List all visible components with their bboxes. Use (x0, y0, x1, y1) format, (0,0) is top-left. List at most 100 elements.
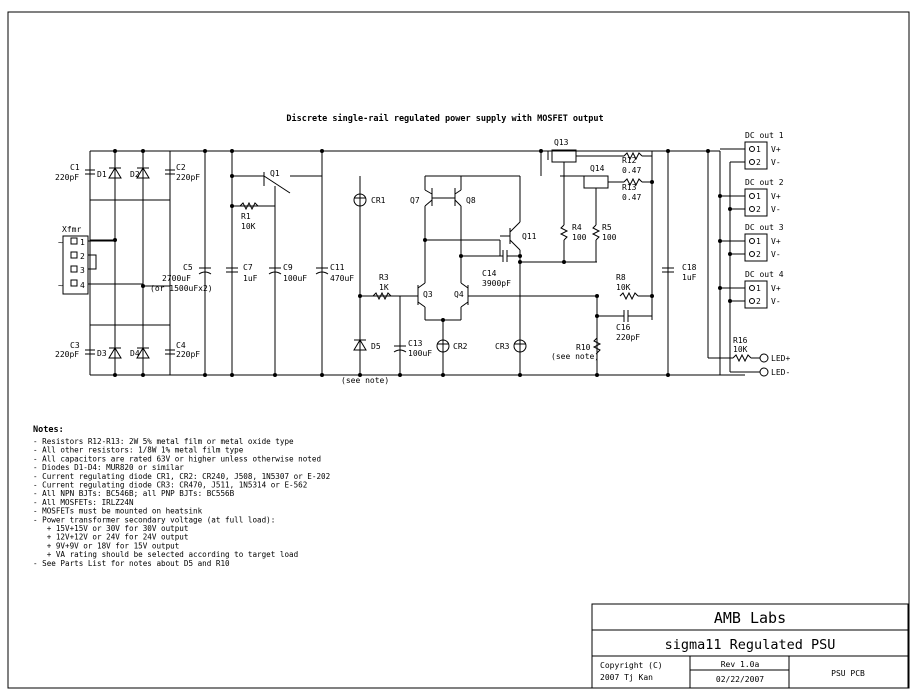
dc-out-3-vminus: V- (771, 250, 781, 259)
c13-ref: C13 (408, 339, 423, 348)
note-line: - All NPN BJTs: BC546B; all PNP BJTs: BC… (33, 489, 235, 498)
mosfet-output-stage (539, 149, 654, 320)
sheet-name: PSU PCB (831, 669, 865, 678)
d3-ref: D3 (97, 349, 107, 358)
dc-out-2-vminus: V- (771, 205, 781, 214)
c16-value: 220pF (616, 333, 640, 342)
dc-out-4-vminus: V- (771, 297, 781, 306)
d5-note: (see note) (341, 376, 389, 385)
c4-ref: C4 (176, 341, 186, 350)
c11-ref: C11 (330, 263, 345, 272)
r4-value: 100 (572, 233, 587, 242)
r16-ref: R16 (733, 336, 748, 345)
c14-value: 3900pF (482, 279, 511, 288)
q1-ref: Q1 (270, 169, 280, 178)
notes-heading: Notes: (33, 425, 64, 435)
dc-out-1-label: DC out 1 (745, 131, 784, 140)
c5-alt: (or 1500uFx2) (150, 284, 213, 293)
r12-ref: R12 (622, 156, 637, 165)
led-output (706, 149, 769, 377)
dc-out-2-vplus: V+ (771, 192, 781, 201)
project-title: sigma11 Regulated PSU (665, 637, 836, 653)
r5-ref: R5 (602, 223, 612, 232)
xfmr-pin-3: 3 (80, 266, 85, 275)
r10-ref: R10 (576, 343, 591, 352)
note-line: - Diodes D1-D4: MUR820 or similar (33, 463, 184, 472)
cr3-ref: CR3 (495, 342, 510, 351)
c13-value: 100uF (408, 349, 432, 358)
c9-value: 100uF (283, 274, 307, 283)
xfmr-label: Xfmr (62, 225, 81, 234)
transformer-connector (62, 235, 143, 295)
q4-ref: Q4 (454, 290, 464, 299)
c5-value: 2700uF (162, 274, 191, 283)
q7-ref: Q7 (410, 196, 420, 205)
out3-pin1-num: 1 (756, 237, 761, 246)
c18-ref: C18 (682, 263, 697, 272)
led-minus-label: LED- (771, 368, 790, 377)
c2-value: 220pF (176, 173, 200, 182)
r13-value: 0.47 (622, 193, 641, 202)
r8-ref: R8 (616, 273, 626, 282)
note-line: + 9V+9V or 18V for 15V output (33, 541, 179, 550)
dc-out-1-vplus: V+ (771, 145, 781, 154)
note-line: - MOSFETs must be mounted on heatsink (33, 507, 203, 516)
dc-out-3-vplus: V+ (771, 237, 781, 246)
d2-ref: D2 (130, 170, 140, 179)
dc-out-4-label: DC out 4 (745, 270, 784, 279)
c3-value: 220pF (55, 350, 79, 359)
note-line: - Power transformer secondary voltage (a… (33, 515, 275, 524)
note-line: - Resistors R12-R13: 2W 5% metal film or… (33, 437, 294, 446)
note-line: - All capacitors are rated 63V or higher… (33, 454, 321, 463)
title-block (591, 603, 909, 689)
c7-value: 1uF (243, 274, 258, 283)
note-line: + VA rating should be selected according… (33, 550, 298, 559)
note-line: - Current regulating diode CR3: CR470, J… (33, 481, 307, 490)
q14-ref: Q14 (590, 164, 605, 173)
q11-ref: Q11 (522, 232, 537, 241)
c2-ref: C2 (176, 163, 186, 172)
q8-ref: Q8 (466, 196, 476, 205)
dc-out-1-vminus: V- (771, 158, 781, 167)
c14-ref: C14 (482, 269, 497, 278)
d1-ref: D1 (97, 170, 107, 179)
reservoir-caps (198, 149, 329, 377)
r13-ref: R13 (622, 183, 637, 192)
c1-ref: C1 (70, 163, 80, 172)
sheet-border (7, 11, 910, 689)
copyright-line-1: Copyright (C) (600, 661, 663, 670)
dc-out-2-label: DC out 2 (745, 178, 784, 187)
bridge-rectifier (85, 149, 175, 377)
out1-pin1-num: 1 (756, 145, 761, 154)
note-line: - All MOSFETs: IRLZ24N (33, 498, 134, 507)
note-line: + 15V+15V or 30V for 30V output (33, 524, 188, 533)
note-line: - Current regulating diode CR1, CR2: CR2… (33, 472, 330, 481)
ac-symbol-top: ~ (58, 238, 63, 247)
dc-out-4-vplus: V+ (771, 284, 781, 293)
out4-pin2-num: 2 (756, 297, 761, 306)
c18-value: 1uF (682, 273, 697, 282)
led-plus-label: LED+ (771, 354, 790, 363)
schematic-title: Discrete single-rail regulated power sup… (286, 113, 603, 124)
revision-date: 02/22/2007 (716, 675, 764, 684)
error-amplifier (408, 175, 597, 377)
feedback-network (592, 149, 674, 377)
cr2-ref: CR2 (453, 342, 468, 351)
r4-ref: R4 (572, 223, 582, 232)
xfmr-pin-4: 4 (80, 281, 85, 290)
xfmr-pin-2: 2 (80, 252, 85, 261)
r1-value: 10K (241, 222, 256, 231)
note-line: + 12V+12V or 24V for 24V output (33, 533, 188, 542)
xfmr-pin-1: 1 (80, 238, 85, 247)
r12-value: 0.47 (622, 166, 641, 175)
out2-pin2-num: 2 (756, 205, 761, 214)
r3-ref: R3 (379, 273, 389, 282)
r5-value: 100 (602, 233, 617, 242)
dc-output-connectors: 1 2 1 2 1 2 1 2 (718, 141, 768, 372)
ac-symbol-bottom: ~ (58, 281, 63, 290)
r8-value: 10K (616, 283, 631, 292)
c5-ref: C5 (183, 263, 193, 272)
copyright-line-2: 2007 Tj Kan (600, 673, 653, 682)
cr1-ref: CR1 (371, 196, 386, 205)
